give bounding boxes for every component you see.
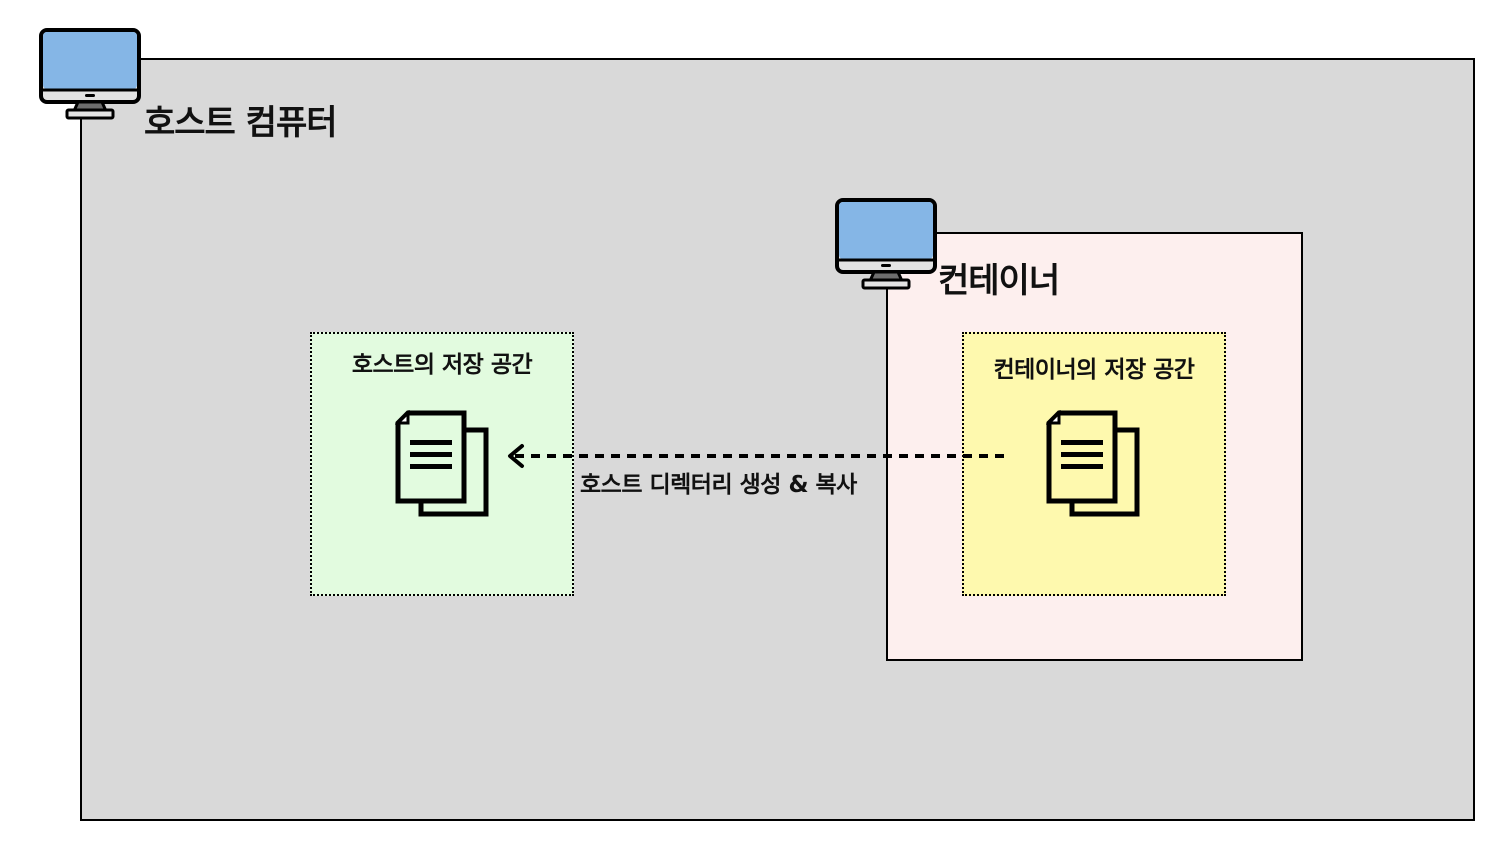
container-document-copy-icon: [1046, 410, 1142, 518]
host-monitor-icon: [38, 27, 142, 120]
container-storage-label: 컨테이너의 저장 공간: [993, 357, 1195, 383]
host-computer-title: 호스트 컴퓨터: [144, 103, 338, 143]
copy-arrow: [503, 441, 1009, 471]
host-document-copy-icon: [395, 410, 491, 518]
container-monitor-icon: [834, 197, 938, 290]
container-title: 컨테이너: [938, 261, 1060, 301]
copy-arrow-label: 호스트 디렉터리 생성 & 복사: [580, 472, 857, 498]
arrowhead-icon: [508, 444, 524, 468]
host-storage-label: 호스트의 저장 공간: [351, 352, 533, 378]
